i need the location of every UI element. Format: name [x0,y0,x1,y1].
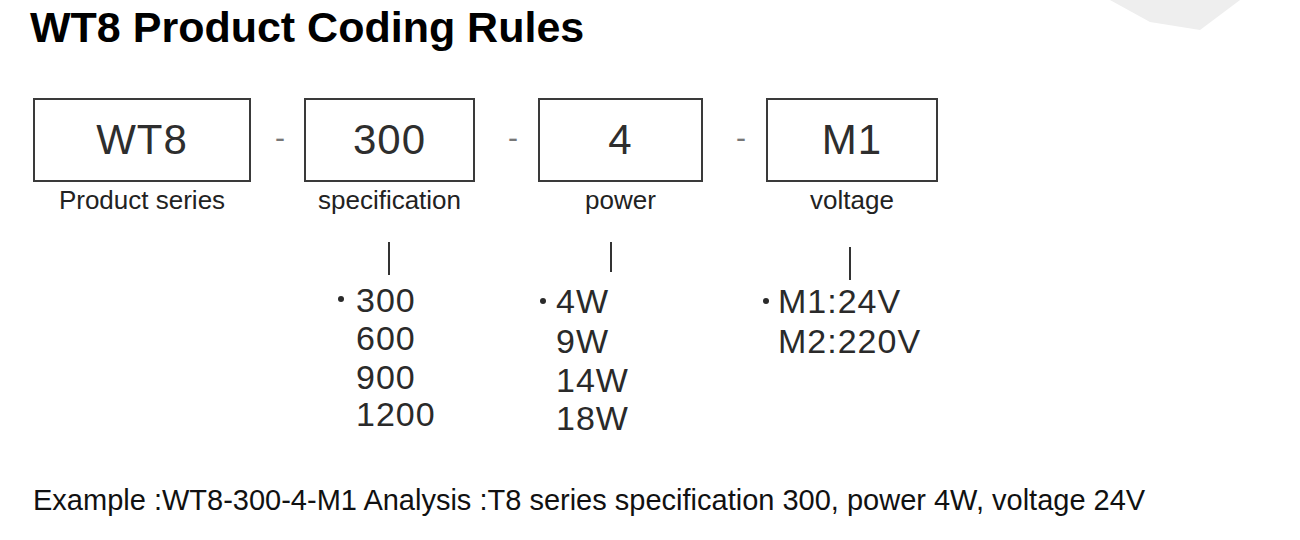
product-image-corner [1110,0,1240,30]
example-caption: Example :WT8-300-4-M1 Analysis :T8 serie… [33,482,1145,518]
segment-name: voltage [810,184,894,216]
option-value: 18W [556,401,629,435]
code-segment-box: WT8Product series [33,98,251,182]
segment-code: 300 [353,116,426,164]
option-value: M2:220V [778,324,921,358]
diagram-title: WT8 Product Coding Rules [30,2,584,52]
segment-code: M1 [822,116,882,164]
option-value: 4W [556,284,609,318]
option-value: 900 [356,360,416,394]
leader-line [610,242,612,272]
segment-code: WT8 [96,116,188,164]
separator-dash: - [736,123,746,153]
segment-name: Product series [59,184,225,216]
segment-name: specification [318,184,461,216]
option-value: M1:24V [778,284,901,318]
separator-dash: - [508,123,518,153]
option-value: 300 [356,283,416,317]
option-value: 600 [356,321,416,355]
code-segment-box: M1voltage [766,98,938,182]
leader-line [849,247,851,280]
code-segment-box: 300specification [304,98,475,182]
option-value: 9W [556,324,609,358]
option-value: 14W [556,363,629,397]
bullet-dot [763,298,769,304]
code-segment-box: 4power [538,98,703,182]
leader-line [388,242,390,275]
segment-code: 4 [608,116,632,164]
option-value: 1200 [356,397,436,431]
bullet-dot [338,296,344,302]
segment-name: power [585,184,656,216]
bullet-dot [540,298,546,304]
separator-dash: - [275,123,285,153]
